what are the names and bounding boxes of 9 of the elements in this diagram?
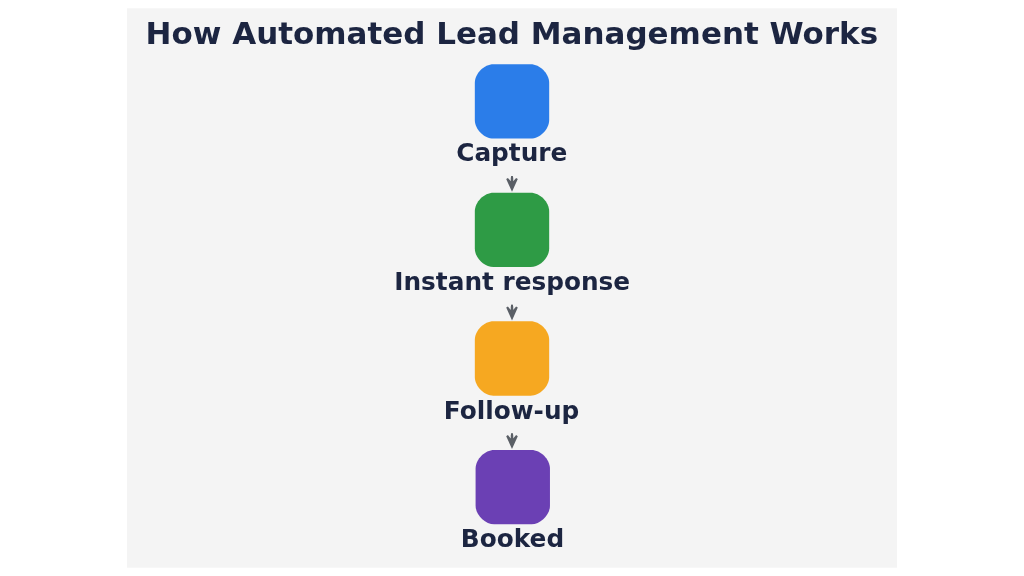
node-box (475, 449, 550, 525)
node-box (474, 321, 550, 396)
node-label: Booked (460, 524, 565, 554)
node-box (474, 192, 550, 268)
node-label: Instant response (394, 267, 631, 297)
diagram-title: How Automated Lead Management Works (145, 14, 879, 51)
node-label: Capture (456, 138, 568, 168)
node-box (474, 64, 550, 139)
node-label: Follow-up (443, 395, 580, 425)
